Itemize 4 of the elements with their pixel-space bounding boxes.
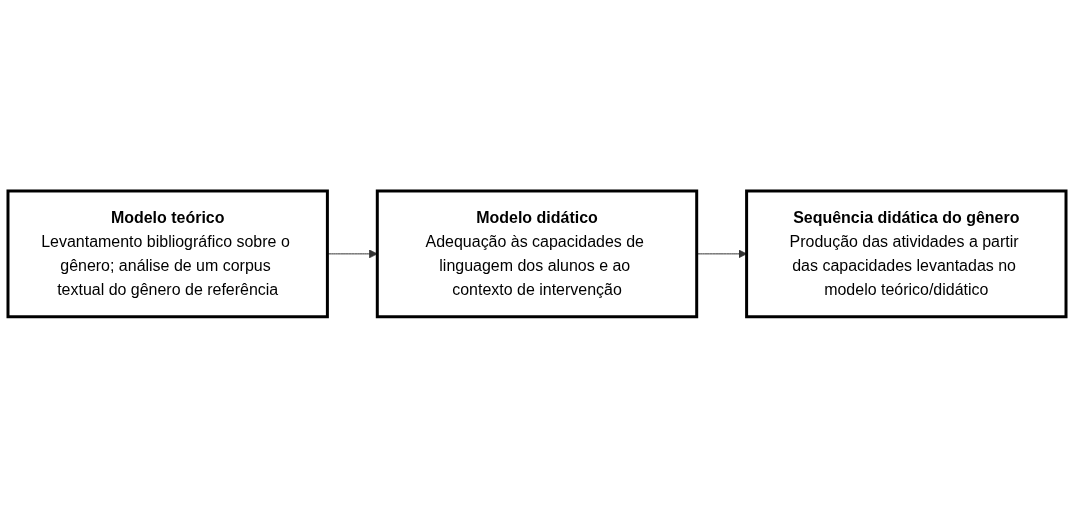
- node-box: Modelo didático Adequação às capacidades de linguagem dos alunos e ao contexto de intervenção: [375, 189, 699, 318]
- node-box: Modelo teórico Levantamento bibliográfico sobre o gênero; análise de um corpus textual do gênero de referência: [6, 189, 329, 318]
- node-box: Sequência didática do gênero Produção das atividades a partir das capacidades levantadas no modelo teórico/didático: [745, 189, 1068, 318]
- arrow: [696, 249, 747, 258]
